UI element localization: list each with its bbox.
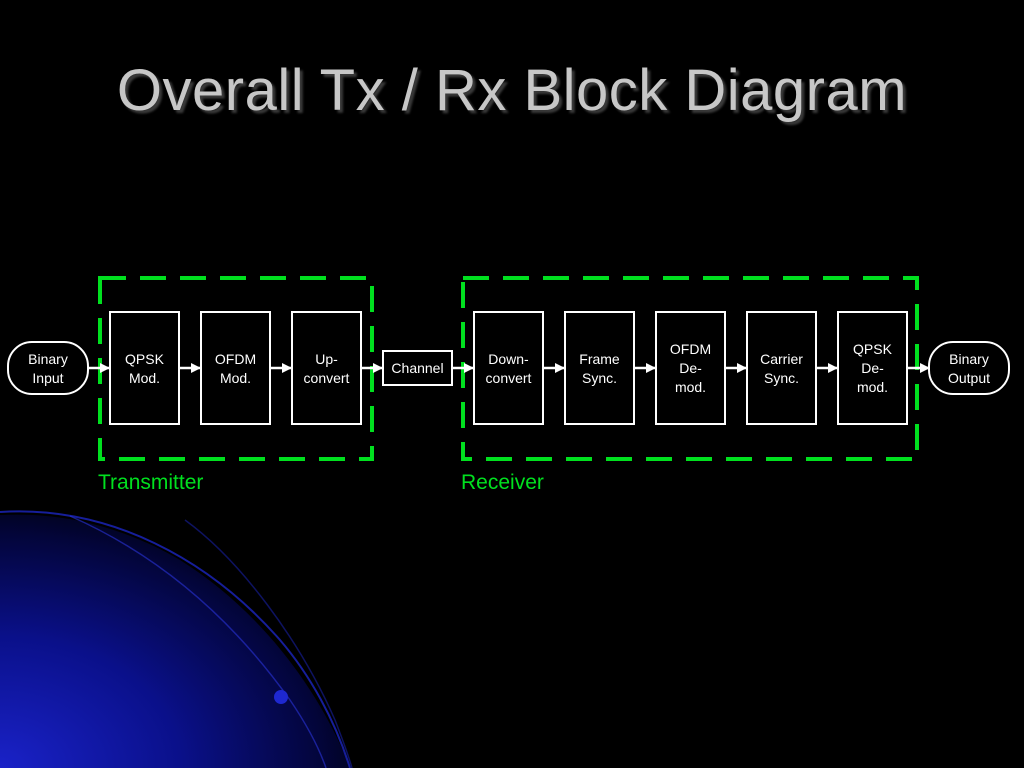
frame-sync-label-1: Frame bbox=[579, 351, 620, 367]
ofdm-mod-label-1: OFDM bbox=[215, 351, 256, 367]
upconvert-label-2: convert bbox=[304, 370, 350, 386]
qpsk-demod-label-2: De- bbox=[861, 360, 884, 376]
binary-output-terminal: Binary Output bbox=[928, 341, 1010, 395]
downconvert-label-1: Down- bbox=[488, 351, 529, 367]
ofdm-demod-label-2: De- bbox=[679, 360, 702, 376]
frame-sync-block: Frame Sync. bbox=[564, 311, 635, 425]
ofdm-demod-label-3: mod. bbox=[675, 379, 706, 395]
qpsk-mod-label-2: Mod. bbox=[129, 370, 160, 386]
qpsk-demod-label-3: mod. bbox=[857, 379, 888, 395]
frame-sync-label-2: Sync. bbox=[582, 370, 617, 386]
binary-input-terminal: Binary Input bbox=[7, 341, 89, 395]
swoosh-dot bbox=[274, 690, 288, 704]
qpsk-mod-label-1: QPSK bbox=[125, 351, 165, 367]
transmitter-label: Transmitter bbox=[98, 471, 203, 494]
qpsk-demod-label-1: QPSK bbox=[853, 341, 893, 357]
page-title: Overall Tx / Rx Block Diagram bbox=[116, 58, 908, 123]
ofdm-demod-block: OFDM De- mod. bbox=[655, 311, 726, 425]
carrier-sync-block: Carrier Sync. bbox=[746, 311, 817, 425]
ofdm-mod-label-2: Mod. bbox=[220, 370, 251, 386]
channel-label: Channel bbox=[391, 360, 443, 376]
qpsk-mod-block: QPSK Mod. bbox=[109, 311, 180, 425]
upconvert-block: Up- convert bbox=[291, 311, 362, 425]
ofdm-demod-label-1: OFDM bbox=[670, 341, 711, 357]
ofdm-mod-block: OFDM Mod. bbox=[200, 311, 271, 425]
channel-block: Channel bbox=[382, 350, 453, 386]
downconvert-block: Down- convert bbox=[473, 311, 544, 425]
binary-output-label-2: Output bbox=[948, 370, 990, 386]
upconvert-label-1: Up- bbox=[315, 351, 338, 367]
receiver-label: Receiver bbox=[461, 471, 544, 494]
downconvert-label-2: convert bbox=[486, 370, 532, 386]
qpsk-demod-block: QPSK De- mod. bbox=[837, 311, 908, 425]
carrier-sync-label-2: Sync. bbox=[764, 370, 799, 386]
carrier-sync-label-1: Carrier bbox=[760, 351, 803, 367]
binary-input-label-2: Input bbox=[32, 370, 63, 386]
binary-input-label-1: Binary bbox=[28, 351, 68, 367]
binary-output-label-1: Binary bbox=[949, 351, 989, 367]
